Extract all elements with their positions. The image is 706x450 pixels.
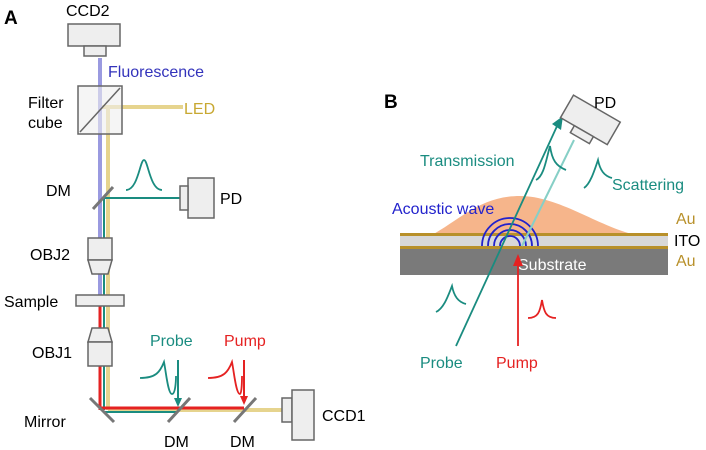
filter-cube-dichroic <box>79 87 121 133</box>
pd-b-label: PD <box>594 95 616 112</box>
filter-cube-label-line2: cube <box>28 115 63 132</box>
dm-pump-mirror <box>232 396 258 424</box>
pump-arrowhead-b <box>513 254 523 266</box>
obj1-lens-body <box>87 341 113 367</box>
pd-a-label: PD <box>220 191 242 208</box>
pd-a-body <box>187 177 215 219</box>
pump-label-a: Pump <box>224 333 266 350</box>
dm-upper-label: DM <box>46 183 71 200</box>
au-bottom-layer <box>400 246 668 249</box>
mirror-label: Mirror <box>24 414 66 431</box>
scattering-label: Scattering <box>612 177 684 194</box>
ccd1-camera-mount <box>281 397 293 423</box>
panel-a-letter: A <box>4 8 18 29</box>
transmission-label: Transmission <box>420 153 515 170</box>
ccd2-label: CCD2 <box>66 3 110 20</box>
dm-upper-mirror <box>91 185 115 211</box>
led-label: LED <box>184 101 215 118</box>
sample-slide <box>75 294 125 307</box>
filter-cube-label-line1: Filter <box>28 95 64 112</box>
obj2-lens-tip <box>87 259 113 275</box>
panel-a: A CCD2 Fluorescence Filter cube LED <box>4 3 366 450</box>
pump-input-arrowhead <box>240 396 248 405</box>
au-top-label: Au <box>676 211 696 228</box>
ccd2-camera-body <box>67 23 121 47</box>
pump-pulse-b <box>527 299 557 319</box>
probe-pulse-lower <box>139 358 177 395</box>
probe-input-arrowhead <box>174 398 182 407</box>
obj1-label: OBJ1 <box>32 345 72 362</box>
mirror <box>88 396 116 424</box>
probe-label-a: Probe <box>150 333 193 350</box>
transmission-arrowhead <box>552 116 563 130</box>
substrate-label: Substrate <box>518 257 587 274</box>
transmission-pulse <box>535 145 567 181</box>
pump-label-b: Pump <box>496 355 538 372</box>
ito-label: ITO <box>674 233 700 250</box>
panel-b-letter: B <box>384 92 398 113</box>
obj2-lens-top <box>87 237 113 261</box>
thermal-expansion-bump <box>430 196 640 236</box>
obj1-lens-tip <box>87 327 113 343</box>
ito-layer <box>400 236 668 246</box>
scattering-pulse <box>583 156 613 189</box>
obj2-label: OBJ2 <box>30 247 70 264</box>
dm-probe-mirror <box>166 396 192 424</box>
ccd1-camera-body <box>291 389 315 441</box>
ccd1-label: CCD1 <box>322 408 366 425</box>
probe-beam-b <box>455 123 559 347</box>
probe-pulse-b <box>435 282 467 313</box>
ccd2-camera-mount <box>83 45 107 57</box>
panel-b: B Substrate Au ITO Au Acoustic wave PD <box>384 92 700 372</box>
scattering-beam <box>521 139 575 247</box>
substrate-layer <box>400 249 668 275</box>
pd-a-front <box>179 185 189 211</box>
sample-label: Sample <box>4 294 58 311</box>
pd-b <box>559 94 622 146</box>
au-bottom-label: Au <box>676 253 696 270</box>
fluorescence-label: Fluorescence <box>108 64 204 81</box>
dm-pump-label: DM <box>230 434 255 450</box>
pump-pulse-lower <box>207 358 243 395</box>
acoustic-wave-label: Acoustic wave <box>392 201 494 218</box>
probe-pulse-upper <box>125 159 163 191</box>
au-top-layer <box>400 233 668 236</box>
probe-label-b: Probe <box>420 355 463 372</box>
dm-probe-label: DM <box>164 434 189 450</box>
